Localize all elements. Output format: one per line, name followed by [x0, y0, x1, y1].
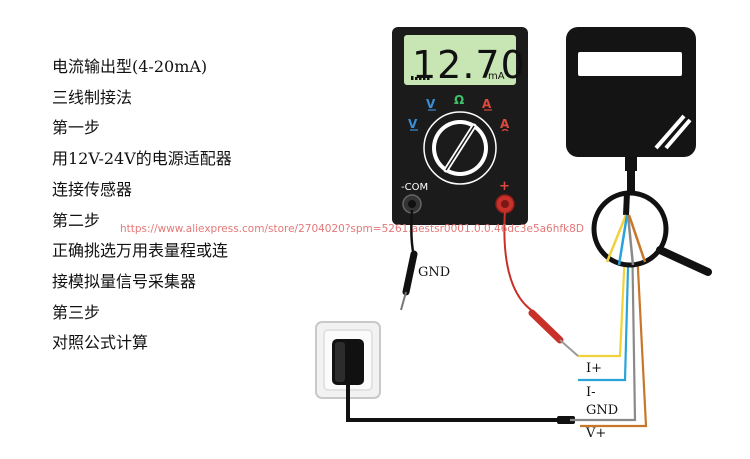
instruction-steps: 电流输出型(4-20mA) 三线制接法 第一步 用12V-24V的电源适配器 连…: [52, 52, 232, 359]
gnd-wire-label: GND: [586, 403, 618, 418]
v-ac-range-label: V: [426, 97, 436, 111]
gnd-probe-label: GND: [418, 265, 450, 280]
step-1-heading: 第一步: [52, 118, 101, 138]
ohm-range-label: Ω: [454, 93, 464, 107]
power-adapter: [332, 339, 364, 385]
a-dc-range-label: A: [482, 97, 492, 111]
plus-port-label: +: [499, 179, 510, 194]
step-1-text-b: 连接传感器: [52, 179, 133, 199]
lcd-unit: mA: [488, 71, 505, 82]
step-2-heading: 第二步: [52, 210, 101, 230]
sensor-device: [566, 27, 696, 192]
adapter-cable: [346, 385, 565, 422]
power-socket: [315, 321, 381, 399]
v-dc-range-label: V: [408, 117, 418, 131]
black-probe: [400, 209, 418, 311]
step-1-text-a: 用12V-24V的电源适配器: [52, 149, 232, 169]
com-port-label: -COM: [401, 182, 428, 193]
red-probe: [503, 209, 579, 357]
i-minus-label: I-: [586, 385, 596, 400]
step-2-text-a: 正确挑选万用表量程或连: [52, 241, 229, 261]
lcd-display: [404, 35, 516, 85]
step-title: 电流输出型(4-20mA): [52, 57, 208, 76]
step-wiring-method: 三线制接法: [52, 87, 133, 107]
magnifier-icon: [591, 190, 712, 276]
step-3-heading: 第三步: [52, 302, 101, 322]
cable-connector: [557, 416, 575, 424]
step-3-text: 对照公式计算: [52, 333, 149, 353]
sensor-wires: [570, 229, 648, 428]
v-plus-label: V+: [585, 426, 606, 441]
range-selector-dial[interactable]: [423, 111, 497, 185]
a-ac-range-label: A: [500, 117, 510, 131]
multimeter: 12.70 mA Ω V V A A -COM +: [392, 27, 528, 225]
step-2-text-b: 接模拟量信号采集器: [52, 271, 197, 291]
i-plus-label: I+: [586, 361, 602, 376]
lcd-bar-graph: [411, 76, 430, 80]
lcd-reading: 12.70: [412, 43, 526, 87]
store-watermark: https://www.aliexpress.com/store/2704020…: [120, 223, 584, 235]
